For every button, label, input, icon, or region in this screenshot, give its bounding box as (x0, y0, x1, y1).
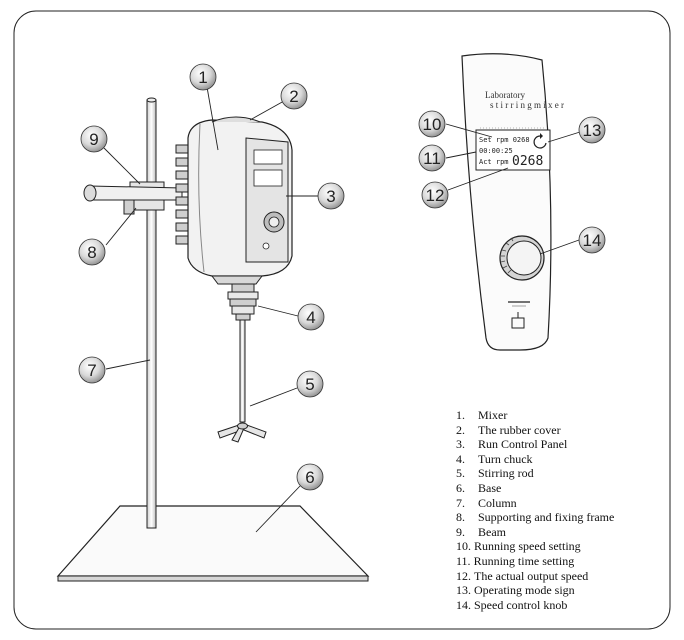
clamp-screw (123, 199, 135, 215)
column-top (146, 97, 157, 103)
legend-number: 14. (456, 597, 471, 612)
legend-item: 9. Beam (456, 525, 614, 540)
legend-number: 4. (456, 451, 465, 466)
legend-number: 13. (456, 583, 471, 598)
legend-number: 12. (456, 568, 471, 583)
callout-7: 7 (78, 356, 106, 384)
callout-4: 4 (297, 303, 325, 331)
callout-3: 3 (317, 182, 345, 210)
legend-number: 11. (456, 553, 471, 568)
legend-text: Mixer (478, 408, 508, 422)
callout-12: 12 (421, 181, 449, 209)
beam-end (83, 184, 97, 202)
callout-9: 9 (80, 125, 108, 153)
callout-6: 6 (296, 463, 324, 491)
legend-text: Column (478, 495, 517, 510)
callout-14-label: 14 (583, 231, 602, 250)
stand-column (146, 99, 157, 529)
callout-13-label: 13 (583, 121, 602, 140)
legend-item: 7. Column (456, 496, 614, 511)
legend-item: 4. Turn chuck (456, 452, 614, 467)
callout-12-label: 12 (426, 186, 445, 205)
callout-4-label: 4 (306, 308, 315, 327)
panel-brand: Laboratory (485, 90, 525, 100)
legend-number: 10. (456, 539, 471, 554)
mixer-body (175, 116, 293, 285)
legend-item: 10.Running speed setting (456, 539, 614, 554)
front-panel-drawing: Laboratory s t i r r i n g m i x e r Set… (461, 53, 564, 351)
legend-item: 2. The rubber cover (456, 423, 614, 438)
turn-chuck (227, 283, 259, 321)
callout-1-label: 1 (198, 68, 207, 87)
callout-9-label: 9 (89, 130, 98, 149)
callout-11: 11 (418, 144, 446, 172)
callout-6-label: 6 (305, 468, 314, 487)
stirring-rod (239, 319, 246, 423)
callout-10-label: 10 (423, 115, 442, 134)
mode-sign-icon (533, 133, 547, 149)
callout-8-label: 8 (87, 243, 96, 262)
legend-text: The rubber cover (478, 422, 561, 437)
legend-text: Supporting and fixing frame (478, 510, 615, 525)
propeller (217, 422, 267, 443)
callout-5: 5 (296, 370, 324, 398)
legend-text: Stirring rod (478, 466, 534, 481)
legend-number: 3. (456, 437, 465, 452)
callout-3-label: 3 (326, 187, 335, 206)
legend-text: Turn chuck (478, 451, 533, 466)
legend-number: 7. (456, 495, 465, 510)
legend-text: Operating mode sign (474, 583, 575, 598)
legend-text: Run Control Panel (478, 437, 568, 452)
legend-number: 6. (456, 480, 465, 495)
lcd-set-rpm: Set rpm 0268 (479, 136, 530, 144)
callout-2-label: 2 (289, 87, 298, 106)
leader-lines (103, 86, 581, 533)
callout-14: 14 (578, 226, 606, 254)
legend-item: 13.Operating mode sign (456, 583, 614, 598)
legend-item: 6. Base (456, 481, 614, 496)
legend-text: Base (478, 480, 502, 495)
legend-text: Running time setting (473, 553, 575, 568)
legend-item: 12.The actual output speed (456, 569, 614, 584)
parts-legend: 1. Mixer 2. The rubber cover 3. Run Control… (456, 408, 614, 612)
callout-5-label: 5 (305, 375, 314, 394)
legend-text: The actual output speed (474, 568, 589, 583)
legend-number: 5. (456, 466, 465, 481)
legend-text: Beam (478, 524, 506, 539)
stand-base (56, 505, 370, 577)
power-icon (511, 312, 525, 329)
legend-number: 8. (456, 510, 465, 525)
callout-10: 10 (418, 110, 446, 138)
callout-8: 8 (78, 238, 106, 266)
legend-item: 5. Stirring rod (456, 466, 614, 481)
legend-item: 11.Running time setting (456, 554, 614, 569)
callout-2: 2 (280, 82, 308, 110)
callout-1: 1 (189, 63, 217, 91)
legend-item: 14.Speed control knob (456, 598, 614, 613)
legend-text: Running speed setting (474, 539, 581, 554)
lcd-act-label: Act rpm (479, 158, 509, 166)
lcd-time: 00:00:25 (479, 147, 513, 155)
legend-number: 9. (456, 524, 465, 539)
outer-frame (13, 10, 671, 630)
callout-7-label: 7 (87, 361, 96, 380)
legend-item: 1. Mixer (456, 408, 614, 423)
lcd-act-value: 0268 (512, 154, 543, 169)
legend-number: 1. (456, 408, 465, 422)
callout-13: 13 (578, 116, 606, 144)
stand-base-edge (57, 575, 369, 582)
speed-knob-icon (499, 235, 545, 281)
legend-item: 3. Run Control Panel (456, 437, 614, 452)
panel-subtitle: s t i r r i n g m i x e r (490, 100, 564, 110)
legend-item: 8. Supporting and fixing frame (456, 510, 614, 525)
legend-text: Speed control knob (474, 597, 568, 612)
beam-rod (89, 185, 183, 201)
legend-number: 2. (456, 422, 465, 437)
callout-11-label: 11 (423, 149, 441, 168)
